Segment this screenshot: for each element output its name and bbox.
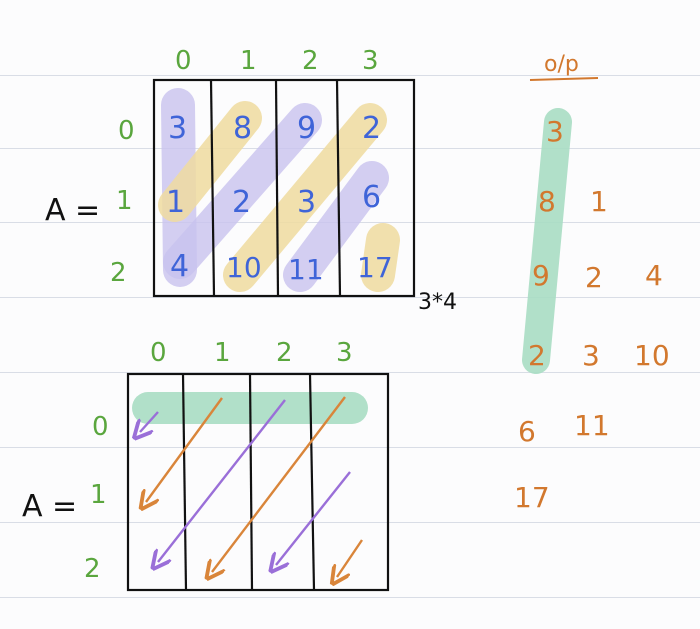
diagonal-arrow xyxy=(337,539,363,577)
output-value: 9 xyxy=(532,259,550,292)
diagonal-arrow xyxy=(212,396,346,572)
row-index: 1 xyxy=(90,480,107,510)
output-value: 3 xyxy=(582,339,600,372)
ruled-line xyxy=(0,372,700,373)
output-value: 17 xyxy=(514,481,550,514)
output-highlight xyxy=(522,108,572,374)
row-index: 0 xyxy=(118,116,135,146)
output-value: 4 xyxy=(645,259,663,292)
row-index: 2 xyxy=(84,554,101,584)
col-index: 1 xyxy=(240,46,257,76)
bottom-matrix-grid xyxy=(126,372,390,592)
matrix-cell: 3 xyxy=(168,111,188,146)
col-index: 3 xyxy=(362,46,379,76)
matrix-cell: 1 xyxy=(166,185,186,220)
matrix-label: A = xyxy=(22,489,78,524)
diagonal-arrow xyxy=(158,399,286,562)
matrix-cell: 11 xyxy=(288,253,324,286)
diagonal-arrow xyxy=(146,397,223,502)
diagonal-highlight xyxy=(163,103,322,279)
ruled-line xyxy=(0,522,700,523)
matrix-cell: 17 xyxy=(357,251,393,284)
row-index: 2 xyxy=(110,258,127,288)
output-value: 3 xyxy=(546,115,564,148)
col-index: 1 xyxy=(214,338,231,368)
output-value: 11 xyxy=(574,409,610,442)
output-value: 2 xyxy=(585,261,603,294)
ruled-line xyxy=(0,447,700,448)
col-index: 2 xyxy=(302,46,319,76)
diagonal-highlight xyxy=(361,223,400,292)
matrix-label: A = xyxy=(45,193,101,228)
matrix-cell: 10 xyxy=(226,251,262,284)
output-header: o/p xyxy=(544,52,579,77)
diagonal-arrow xyxy=(276,471,351,565)
output-value: 1 xyxy=(590,185,608,218)
ruled-line xyxy=(0,297,700,298)
diagonal-highlight xyxy=(223,103,387,292)
output-value: 10 xyxy=(634,339,670,372)
matrix-cell: 2 xyxy=(362,111,382,146)
row-index: 1 xyxy=(116,186,133,216)
diagonal-arrow xyxy=(140,411,159,432)
diagonal-highlight xyxy=(158,101,262,222)
ruled-line xyxy=(0,75,700,76)
diagonal-highlight xyxy=(283,161,389,292)
col-index: 0 xyxy=(175,46,192,76)
top-matrix-grid xyxy=(152,78,416,298)
matrix-cell: 4 xyxy=(170,249,190,284)
matrix-cell: 6 xyxy=(362,180,382,215)
ruled-line xyxy=(0,597,700,598)
output-value: 8 xyxy=(538,185,556,218)
col-index: 3 xyxy=(336,338,353,368)
output-value: 2 xyxy=(528,339,546,372)
matrix-cell: 3 xyxy=(297,185,317,220)
col-index: 0 xyxy=(150,338,167,368)
col-index: 2 xyxy=(276,338,293,368)
output-value: 6 xyxy=(518,415,536,448)
output-header-underline xyxy=(529,77,599,81)
matrix-cell: 8 xyxy=(233,111,253,146)
matrix-size-note: 3*4 xyxy=(418,290,457,315)
row-index: 0 xyxy=(92,412,109,442)
matrix-cell: 2 xyxy=(232,185,252,220)
matrix-cell: 9 xyxy=(297,111,317,146)
